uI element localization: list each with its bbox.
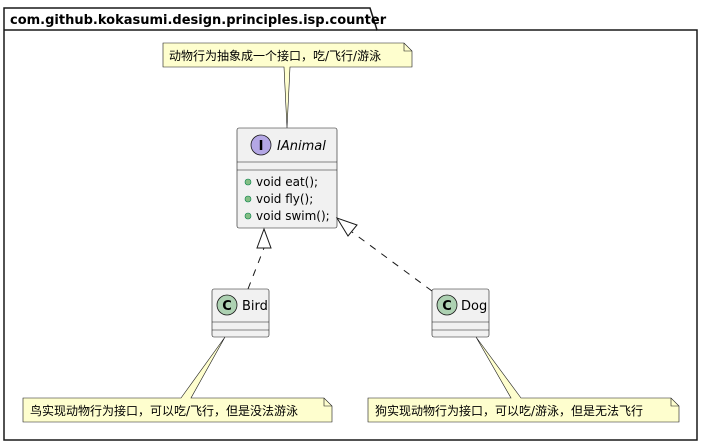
class-dog-name: Dog — [461, 299, 487, 314]
method-item: void eat(); — [256, 175, 318, 189]
realization-bird — [247, 227, 272, 290]
realization-dog — [335, 217, 433, 292]
triangle-arrow-icon — [256, 227, 272, 249]
class-badge-letter: C — [222, 299, 232, 314]
package-title: com.github.kokasumi.design.principles.is… — [10, 13, 387, 28]
dog-note-text: 狗实现动物行为接口，可以吃/游泳，但是无法飞行 — [375, 403, 643, 418]
class-badge-icon — [216, 294, 238, 316]
public-method-icon — [244, 178, 252, 186]
class-dog[interactable]: C Dog — [431, 288, 490, 338]
interface-name: IAnimal — [277, 139, 326, 154]
interface-ianimal[interactable]: I IAnimal void eat(); void fly(); void s… — [236, 127, 338, 229]
class-badge-icon — [436, 294, 458, 316]
interface-note: 动物行为抽象成一个接口，吃/飞行/游泳 — [162, 42, 413, 129]
public-method-icon — [244, 212, 252, 220]
dog-note: 狗实现动物行为接口，可以吃/游泳，但是无法飞行 — [367, 336, 680, 423]
method-item: void swim(); — [256, 209, 330, 223]
class-badge-letter: C — [442, 299, 452, 314]
interface-badge-letter: I — [259, 139, 264, 154]
public-method-icon — [244, 195, 252, 203]
class-bird-name: Bird — [242, 299, 268, 314]
class-bird[interactable]: C Bird — [211, 288, 270, 338]
method-item: void fly(); — [256, 192, 313, 206]
method-list: void eat(); void fly(); void swim(); — [244, 175, 330, 223]
bird-note: 鸟实现动物行为接口，可以吃/飞行，但是没法游泳 — [22, 336, 333, 423]
interface-note-text: 动物行为抽象成一个接口，吃/飞行/游泳 — [169, 48, 381, 63]
interface-badge-icon — [250, 134, 272, 156]
triangle-arrow-icon — [335, 217, 358, 237]
bird-note-text: 鸟实现动物行为接口，可以吃/飞行，但是没法游泳 — [30, 403, 298, 418]
